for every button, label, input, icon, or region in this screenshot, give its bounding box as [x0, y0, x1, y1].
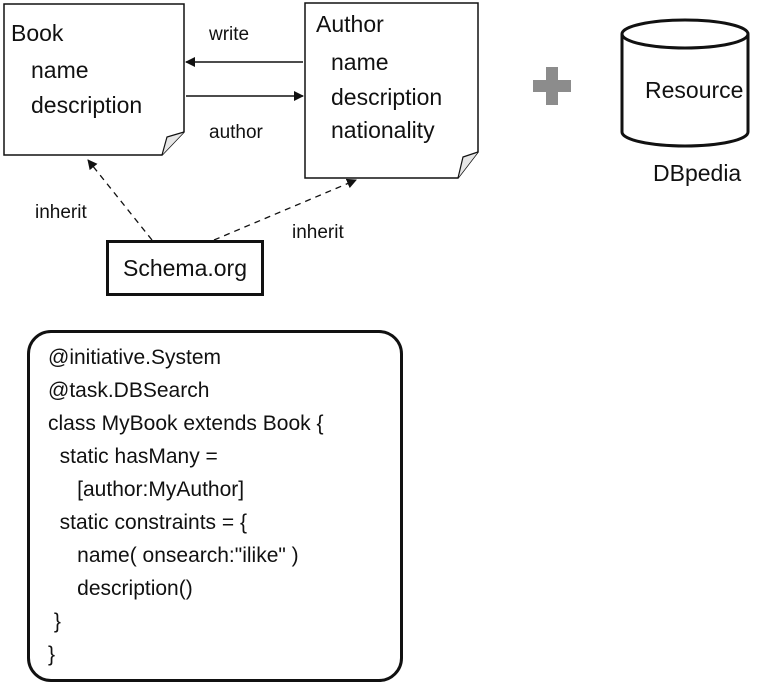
code-line: @task.DBSearch: [48, 379, 210, 402]
author-relation-label: author: [209, 122, 263, 143]
author-field-name: name: [331, 49, 389, 75]
code-line: description(): [48, 577, 193, 600]
author-field-nationality: nationality: [331, 117, 435, 143]
inherit-arrow-to-book: [87, 159, 153, 241]
schema-org-label: Schema.org: [123, 255, 248, 281]
code-line: class MyBook extends Book {: [48, 412, 324, 435]
book-page-fold: [161, 131, 185, 156]
author-field-description: description: [331, 84, 443, 110]
code-block: @initiative.System @task.DBSearch class …: [27, 330, 403, 682]
code-line: @initiative.System: [48, 346, 222, 369]
author-page-fold: [457, 151, 479, 179]
inherit-label-right: inherit: [292, 222, 344, 243]
database-cylinder-icon: [620, 18, 750, 148]
code-line: name( onsearch:"ilike" ): [48, 544, 299, 567]
code-line: }: [48, 643, 56, 666]
code-line: [author:MyAuthor]: [48, 478, 245, 501]
inherit-arrow-to-author: [213, 178, 357, 241]
schema-org-box: Schema.org: [106, 240, 264, 296]
plus-icon: [533, 67, 571, 105]
inherit-label-left: inherit: [35, 202, 87, 223]
write-label: write: [209, 24, 250, 45]
code-line: }: [48, 610, 61, 633]
resource-label: Resource: [645, 77, 744, 103]
author-title: Author: [316, 11, 384, 37]
code-line: static hasMany =: [48, 445, 218, 468]
book-title: Book: [11, 20, 64, 46]
book-field-name: name: [31, 57, 89, 83]
book-field-description: description: [31, 92, 143, 118]
dbpedia-caption: DBpedia: [653, 160, 742, 186]
code-line: static constraints = {: [48, 511, 248, 534]
